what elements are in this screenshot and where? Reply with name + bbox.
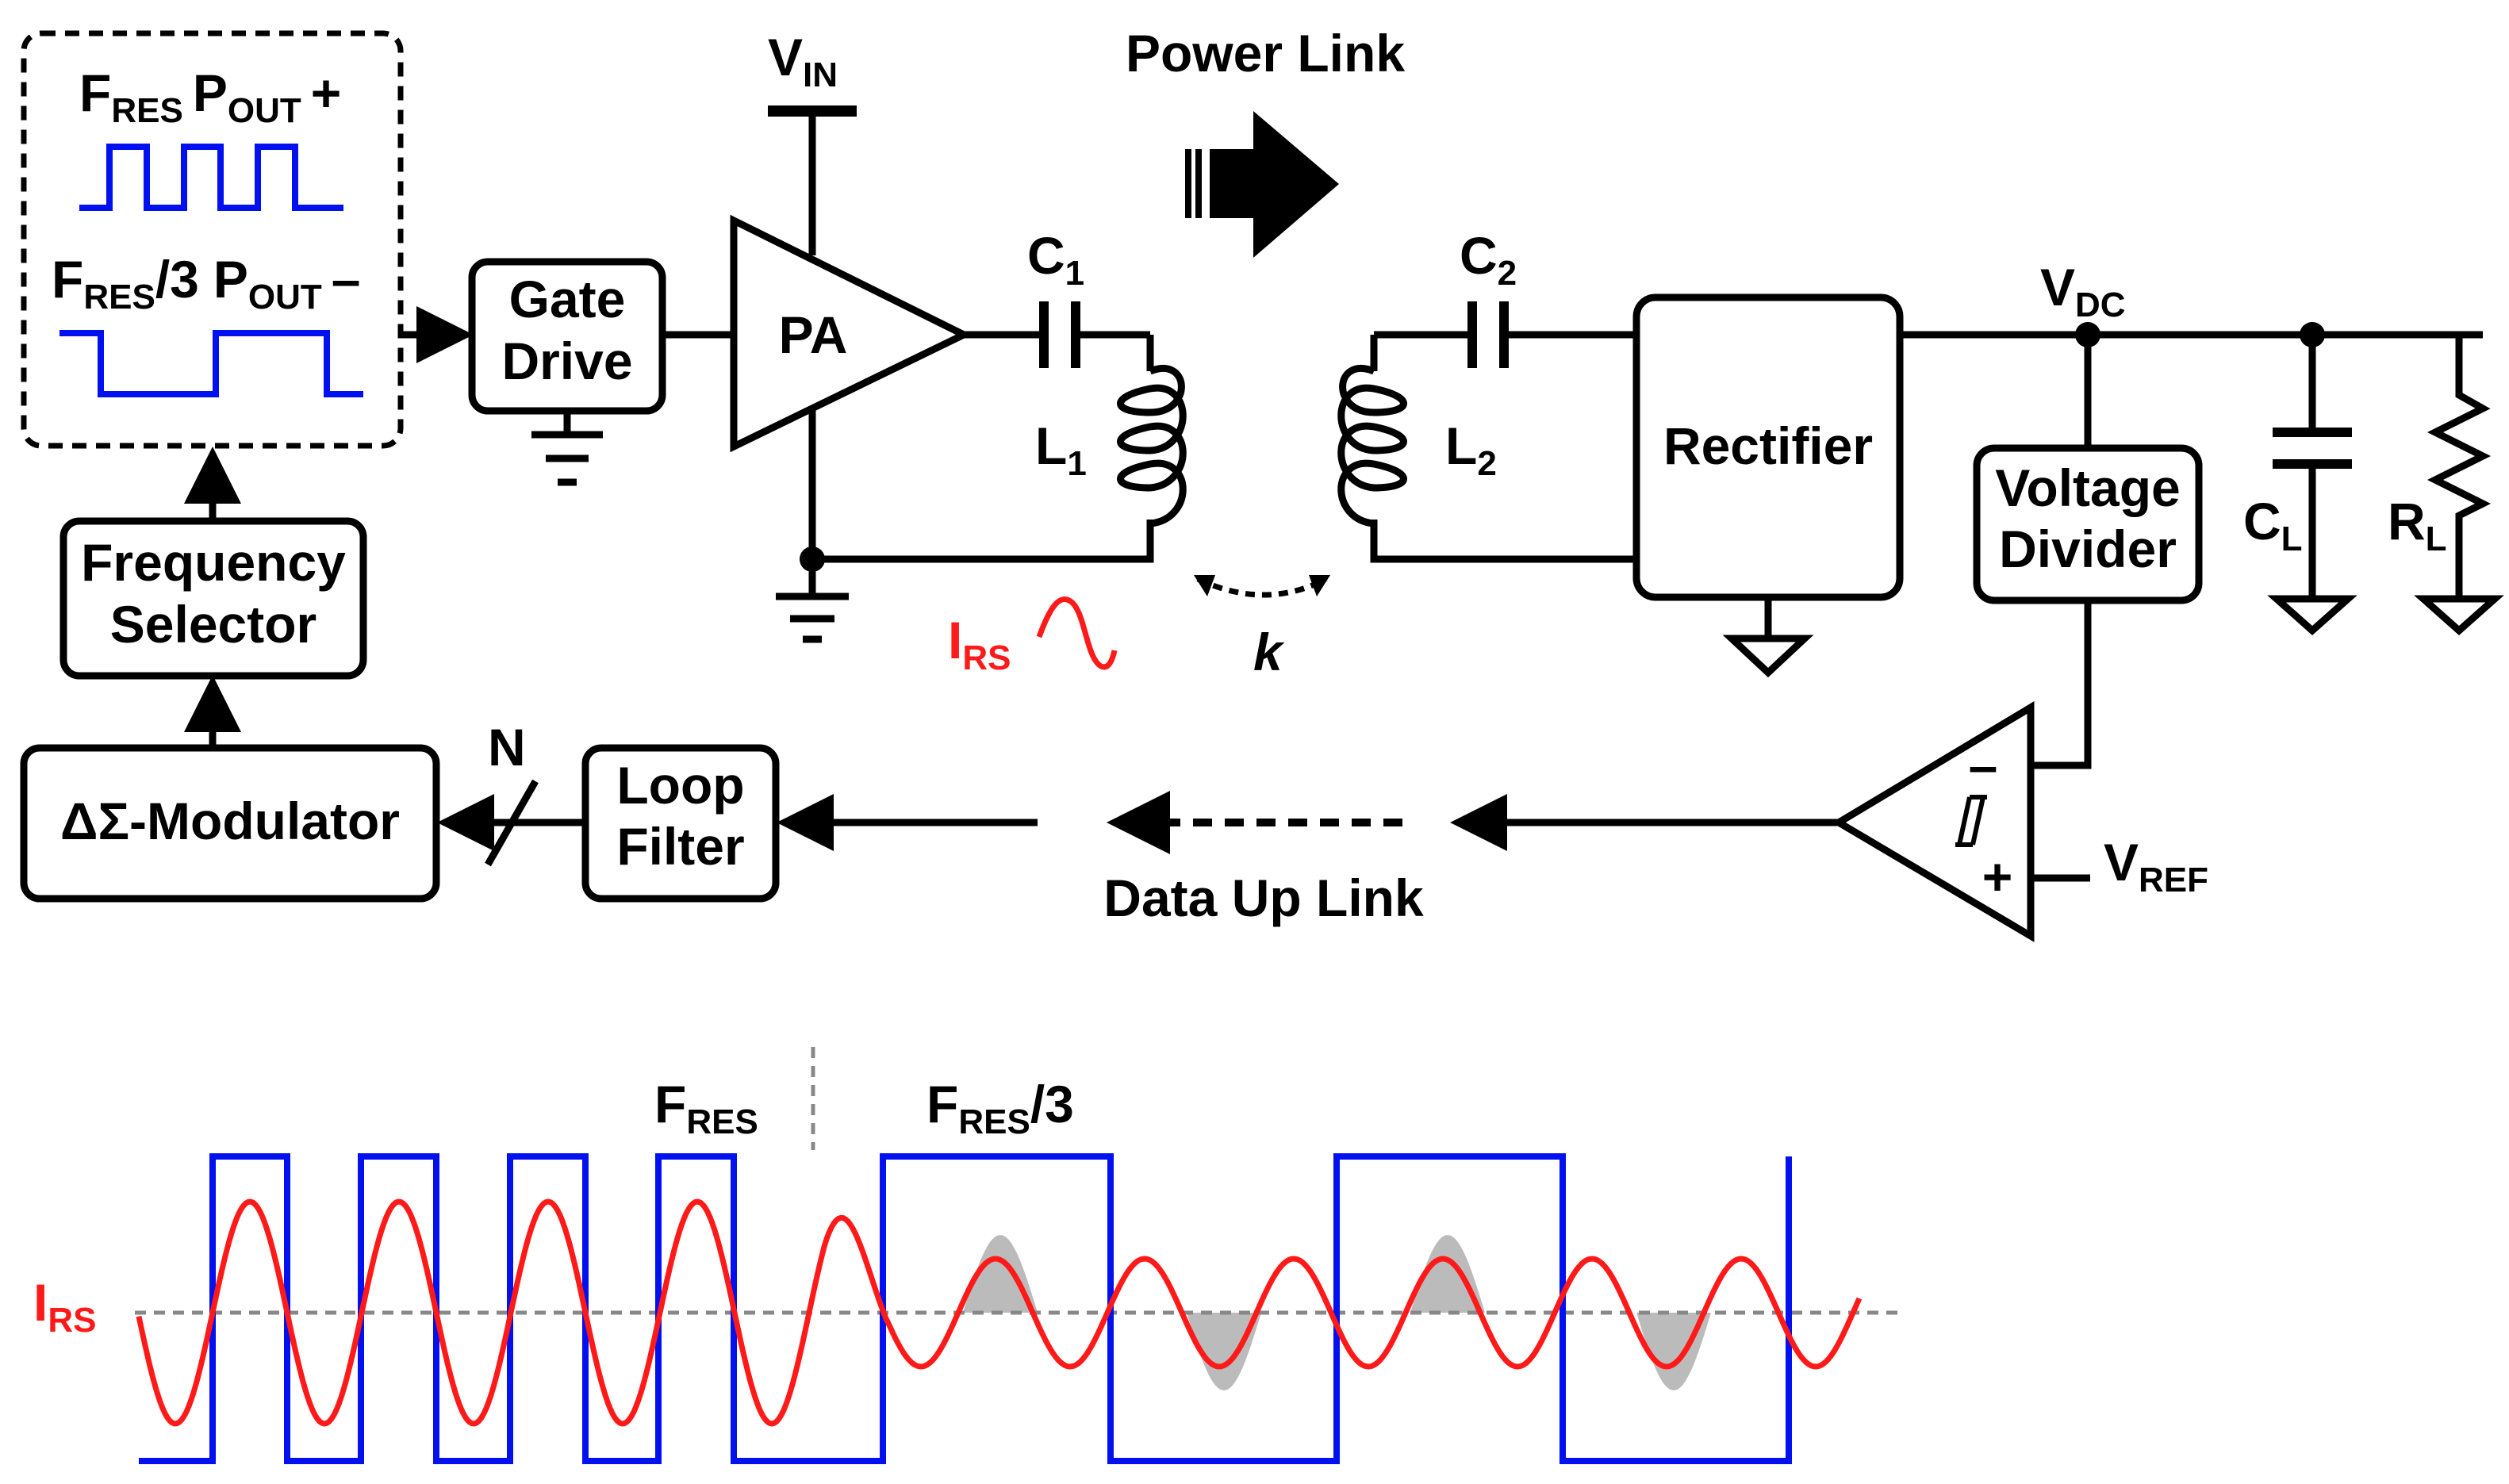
modulator-label: ΔΣ-Modulator xyxy=(60,792,400,850)
comparator-minus-label: – xyxy=(1969,736,1998,795)
gate-drive-square-wave xyxy=(139,1153,1792,1464)
loop-filter-label-1: Loop xyxy=(616,756,744,815)
cl-label: CL xyxy=(2243,492,2303,558)
coupling-k-arrow xyxy=(1196,576,1328,598)
cl-ground xyxy=(2267,595,2357,636)
l1-inductor xyxy=(1117,365,1187,527)
power-link-label: Power Link xyxy=(1126,24,1405,82)
rl-ground xyxy=(2414,595,2504,636)
shaded-lobe xyxy=(1410,1235,1485,1313)
n-bits-label: N xyxy=(488,718,526,777)
pa-label: PA xyxy=(779,305,848,364)
shaded-lobe xyxy=(963,1235,1038,1313)
vref-label: VREF xyxy=(2104,833,2208,899)
l2-inductor xyxy=(1337,365,1407,527)
c1-label: C1 xyxy=(1027,226,1084,293)
vdc-label: VDC xyxy=(2040,258,2126,324)
divider-to-comparator-wire xyxy=(2031,600,2092,769)
shaded-lobe xyxy=(1187,1313,1261,1390)
l2-label: L2 xyxy=(1445,416,1497,483)
gate-drive-label-1: Gate xyxy=(509,270,626,328)
rectifier-ground xyxy=(1722,597,1814,678)
delta-sigma-modulator-block xyxy=(20,744,440,903)
power-link-arrow-icon xyxy=(1185,111,1339,258)
rl-label: RL xyxy=(2388,492,2447,558)
hysteresis-comparator xyxy=(1832,701,2035,942)
rectifier-label: Rectifier xyxy=(1663,416,1873,475)
frequency-selector-label-1: Frequency xyxy=(81,533,346,592)
voltage-divider-label-2: Divider xyxy=(1999,520,2177,578)
pa-triangle xyxy=(730,214,973,453)
mode-legend-box xyxy=(21,30,404,449)
comparator-plus-label: + xyxy=(1982,847,2013,906)
waveform-fres-label: FRES xyxy=(654,1075,758,1141)
coupling-k-label: k xyxy=(1253,623,1285,681)
l1-label: L1 xyxy=(1035,416,1087,483)
waveform-irs-label: IRS xyxy=(33,1273,96,1340)
frequency-selector-label-2: Selector xyxy=(110,595,317,654)
hysteresis-icon xyxy=(1955,795,1987,847)
data-up-link-label: Data Up Link xyxy=(1103,869,1424,927)
irs-primary-label: IRS xyxy=(948,611,1011,677)
irs-current-waveform xyxy=(136,1198,1863,1427)
vin-label: VIN xyxy=(768,28,838,94)
legend-fres-square-wave xyxy=(79,144,343,211)
irs-sine-icon xyxy=(1036,596,1118,670)
waveform-fres3-label: FRES/3 xyxy=(926,1075,1074,1141)
legend-fres3-square-wave xyxy=(59,330,363,397)
gate-drive-label-2: Drive xyxy=(501,332,632,390)
n-bus-slash xyxy=(485,779,539,867)
gate-drive-ground xyxy=(531,411,603,486)
pa-ground xyxy=(776,559,849,643)
voltage-divider-label-1: Voltage xyxy=(1995,458,2180,517)
rl-resistor xyxy=(2427,335,2492,599)
c2-label: C2 xyxy=(1460,226,1517,293)
loop-filter-label-2: Filter xyxy=(616,817,744,876)
